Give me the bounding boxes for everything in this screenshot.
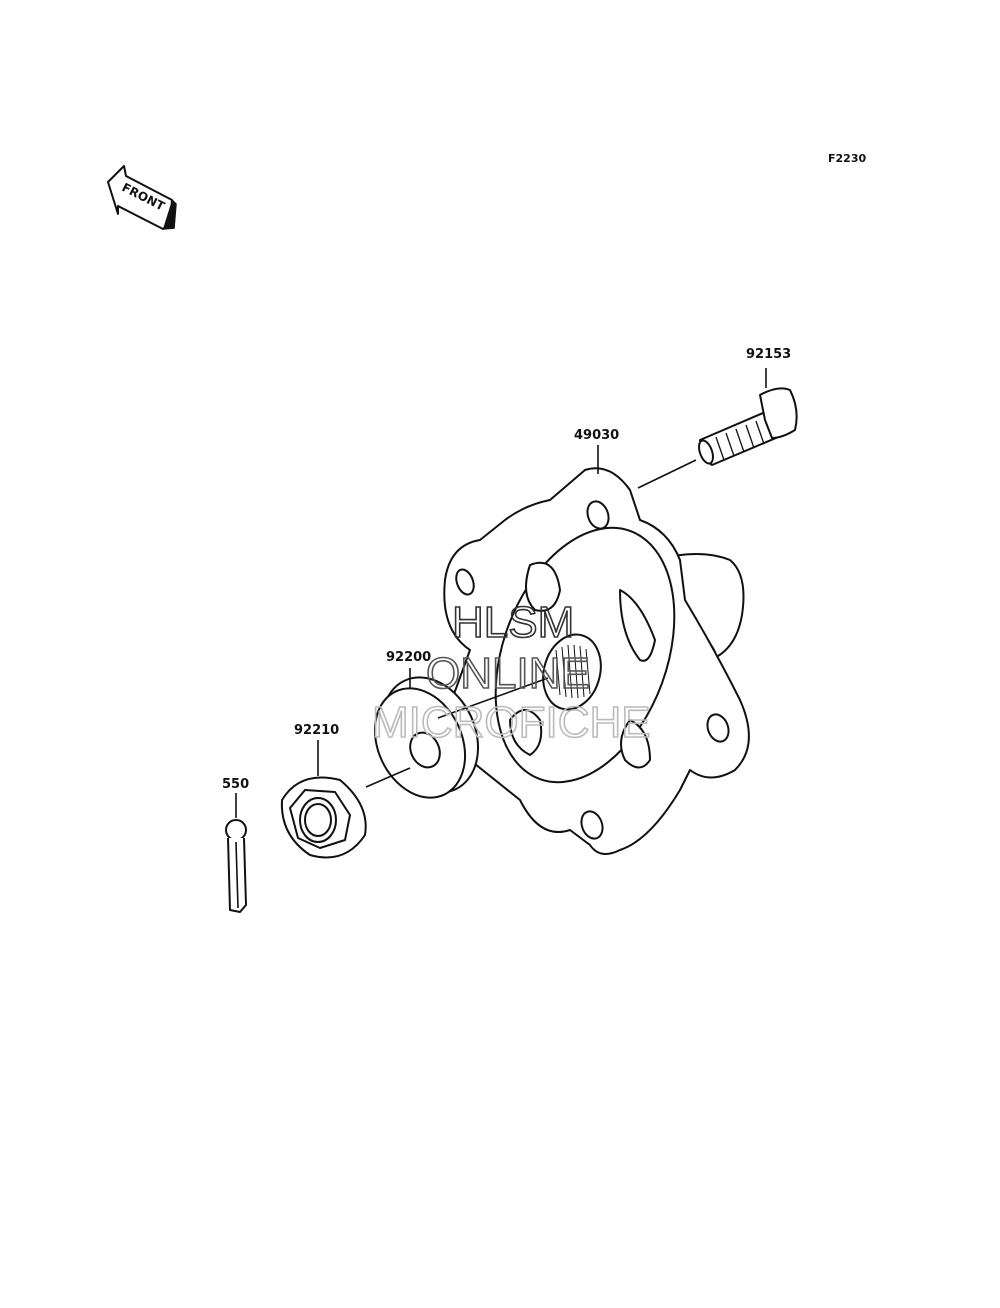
front-arrow-icon: FRONT [107,165,177,230]
watermark-line-2: ONLINE [426,649,590,698]
label-92153: 92153 [746,347,791,362]
label-550: 550 [222,777,249,792]
diagram-code: F2230 [828,152,866,165]
part-92153-hub-bolt [698,387,798,466]
label-92200: 92200 [386,650,431,665]
part-49030-hub [443,467,750,855]
watermark-line-3: MICROFICHE [372,698,651,747]
label-49030: 49030 [574,428,619,443]
leader-lines [235,368,767,818]
part-550-cotter-pin [225,819,247,913]
watermark-line-1: HLSM [452,598,574,647]
part-92210-nut [280,776,367,859]
label-92210: 92210 [294,723,339,738]
spline-icon [555,644,591,699]
